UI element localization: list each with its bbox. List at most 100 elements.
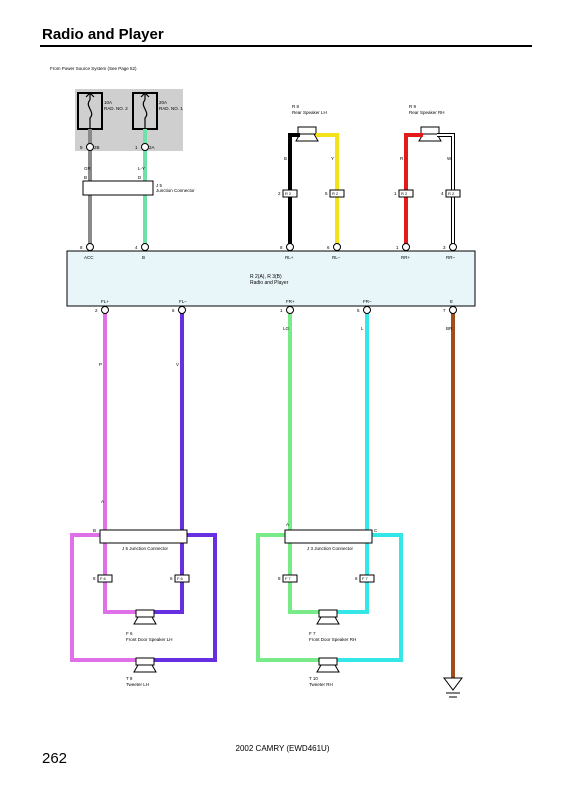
svg-text:RR+: RR+	[401, 255, 410, 260]
wire-fl-speaker-plus	[103, 543, 138, 614]
wire-rr-minus	[437, 134, 454, 247]
title-rule	[40, 45, 532, 47]
svg-text:F 7: F 7	[362, 576, 369, 581]
svg-text:1: 1	[280, 308, 283, 313]
svg-text:R 2: R 2	[332, 191, 339, 196]
radio-bottom-pins: FL+ FL– FR+ FR– E	[101, 299, 453, 304]
svg-text:1: 1	[135, 145, 138, 150]
svg-text:2B: 2B	[94, 145, 100, 150]
svg-text:B: B	[93, 528, 96, 533]
svg-text:GR: GR	[84, 166, 92, 171]
svg-text:E: E	[450, 299, 453, 304]
svg-text:T 9: T 9	[126, 676, 133, 681]
svg-text:D: D	[138, 175, 142, 180]
svg-text:Rear Speaker RH: Rear Speaker RH	[409, 110, 445, 115]
wire-fr-tweeter-plus	[256, 533, 320, 662]
junction-fr	[284, 529, 373, 544]
svg-text:C: C	[374, 528, 378, 533]
junction-fl	[99, 529, 188, 544]
front-door-speaker-rh: F 7 Front Door Speaker RH	[309, 609, 356, 642]
tweeter-rh: T 10 Tweeter RH	[309, 657, 340, 687]
fuse-name: RAD. NO. 1	[159, 106, 183, 111]
wire-rr-plus	[404, 133, 423, 247]
svg-text:L-Y: L-Y	[138, 166, 145, 171]
svg-text:7: 7	[443, 308, 446, 313]
rear-speaker-lh: R 8 Rear Speaker LH	[292, 104, 327, 142]
wire-fl-speaker-minus	[152, 543, 184, 614]
svg-text:Tweeter RH: Tweeter RH	[309, 682, 333, 687]
radio-top-pins: 8 4 8 6 1 3 ACC B RL+ RL– RR+ RR–	[80, 243, 457, 260]
svg-text:R 9: R 9	[409, 104, 417, 109]
svg-text:J 3 Junction Connector: J 3 Junction Connector	[307, 546, 354, 551]
wire-fl-tweeter-plus	[70, 533, 140, 662]
svg-text:2A: 2A	[149, 145, 155, 150]
svg-text:B: B	[284, 156, 287, 161]
svg-text:5: 5	[80, 145, 83, 150]
svg-text:8: 8	[93, 576, 96, 581]
svg-text:6: 6	[355, 576, 358, 581]
svg-text:6: 6	[172, 308, 175, 313]
svg-text:A: A	[101, 499, 104, 504]
wire-rl-minus	[316, 133, 339, 247]
junction-j5-top	[82, 180, 154, 196]
svg-text:LG: LG	[283, 326, 290, 331]
rear-speaker-rh: R 9 Rear Speaker RH	[409, 104, 445, 142]
fuse-box	[75, 89, 183, 151]
radio-bottom-pin-circles: 2 6 1 5 7	[95, 306, 457, 314]
svg-text:FL+: FL+	[101, 299, 109, 304]
svg-text:R 8: R 8	[292, 104, 300, 109]
svg-text:L: L	[361, 326, 364, 331]
radio-id: R 2(A), R 3(B)	[250, 274, 282, 280]
page-number: 262	[42, 750, 68, 767]
svg-text:3: 3	[443, 245, 446, 250]
svg-text:A: A	[286, 522, 289, 527]
svg-text:F 7: F 7	[309, 631, 316, 636]
svg-text:Tweeter LH: Tweeter LH	[126, 682, 149, 687]
svg-text:ACC: ACC	[84, 255, 94, 260]
page-title: Radio and Player	[42, 26, 164, 43]
fuse-rating: 20A	[159, 100, 167, 105]
fuse-name: RAD. NO. 2	[104, 106, 128, 111]
svg-text:2: 2	[95, 308, 98, 313]
footer-model: 2002 CAMRY (EWD461U)	[235, 744, 330, 753]
svg-text:1: 1	[394, 191, 397, 196]
svg-text:R 2: R 2	[448, 191, 455, 196]
svg-text:5: 5	[325, 191, 328, 196]
svg-text:R 2: R 2	[401, 191, 408, 196]
svg-text:8: 8	[280, 245, 283, 250]
svg-text:J 5 Junction Connector: J 5 Junction Connector	[122, 546, 169, 551]
svg-text:1: 1	[396, 245, 399, 250]
svg-text:F 6: F 6	[177, 576, 184, 581]
power-source-note: From Power Source System (See Page 52)	[50, 66, 137, 71]
svg-text:R 2: R 2	[285, 191, 292, 196]
svg-text:BR: BR	[446, 326, 453, 331]
svg-text:B: B	[84, 175, 87, 180]
svg-text:FR–: FR–	[363, 299, 372, 304]
wire-rl-plus	[288, 133, 300, 247]
wire-fr-tweeter-minus	[336, 533, 403, 662]
svg-text:F 6: F 6	[126, 631, 133, 636]
svg-text:Front Door Speaker RH: Front Door Speaker RH	[309, 637, 356, 642]
wire-fr-speaker-minus	[335, 543, 369, 614]
svg-text:FR+: FR+	[286, 299, 295, 304]
svg-text:V: V	[176, 362, 179, 367]
svg-text:5: 5	[357, 308, 360, 313]
svg-text:RL+: RL+	[285, 255, 294, 260]
front-door-speaker-lh: F 6 Front Door Speaker LH	[126, 609, 173, 642]
svg-text:FL–: FL–	[179, 299, 187, 304]
svg-text:Rear Speaker LH: Rear Speaker LH	[292, 110, 327, 115]
svg-text:B: B	[142, 255, 145, 260]
wire-fl-tweeter-minus	[150, 533, 217, 662]
svg-text:6: 6	[327, 245, 330, 250]
radio-unit	[66, 250, 476, 307]
radio-name: Radio and Player	[250, 280, 289, 286]
svg-text:R: R	[400, 156, 404, 161]
svg-text:8: 8	[80, 245, 83, 250]
svg-text:RR–: RR–	[446, 255, 455, 260]
svg-text:4: 4	[441, 191, 444, 196]
svg-text:2: 2	[278, 191, 281, 196]
svg-text:W: W	[447, 156, 452, 161]
fuse-rating: 10A	[104, 100, 112, 105]
svg-text:Y: Y	[331, 156, 334, 161]
